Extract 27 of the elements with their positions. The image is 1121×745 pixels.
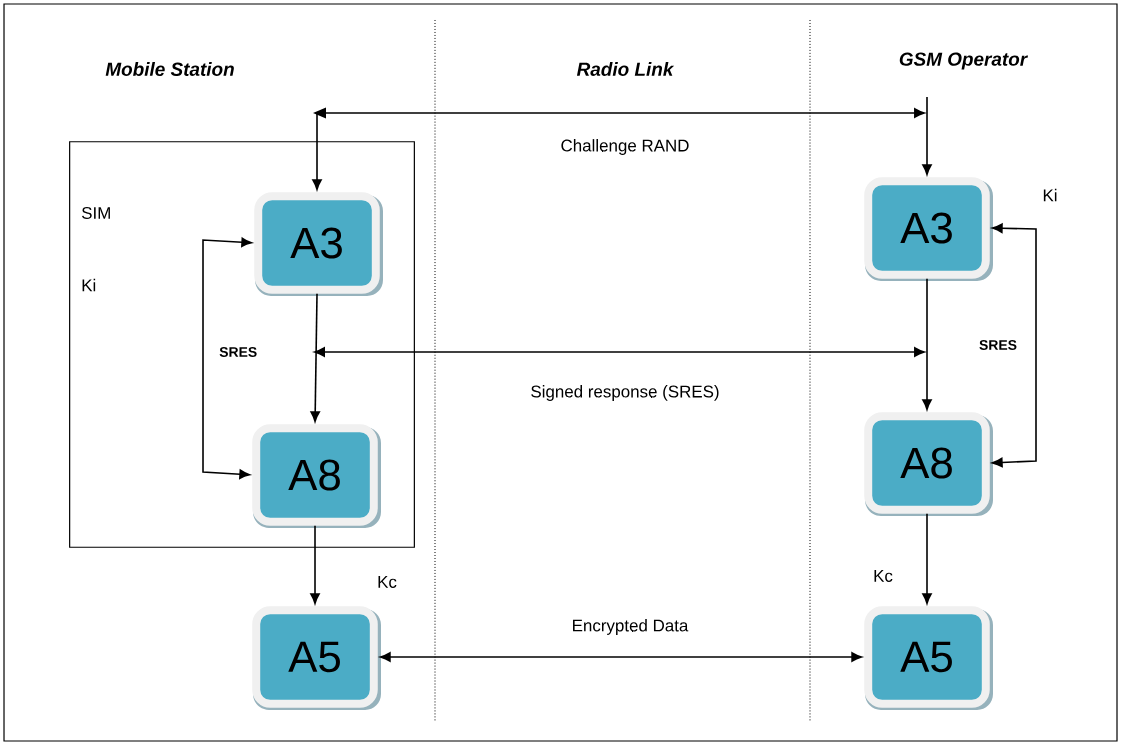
edge-label: Encrypted Data: [569, 617, 691, 637]
arrow: [922, 278, 932, 411]
signal-label: SRES: [219, 347, 257, 357]
arrow: [922, 96, 932, 176]
key-label: Ki: [1043, 188, 1057, 202]
process-box: A5: [252, 606, 381, 710]
arrow: [991, 223, 1037, 468]
arrow: [310, 293, 320, 423]
edge-label: Challenge RAND: [558, 137, 692, 157]
signal-label: SRES: [979, 340, 1017, 350]
process-box: A8: [252, 424, 381, 528]
process-box: A3: [254, 192, 383, 296]
process-box: A5: [864, 606, 993, 710]
arrow: [310, 525, 320, 605]
column-heading: GSM Operator: [899, 52, 1028, 70]
key-label: Kc: [378, 576, 397, 588]
arrow: [379, 652, 863, 662]
process-box: A3: [864, 177, 993, 281]
arrow: [202, 237, 253, 480]
edge-label: Signed response (SRES): [528, 383, 722, 403]
arrow: [922, 513, 932, 605]
column-heading: Radio Link: [576, 62, 675, 76]
arrow: [312, 107, 925, 191]
process-box: A8: [864, 412, 993, 516]
column-heading: Mobile Station: [105, 62, 234, 76]
arrow: [314, 347, 925, 357]
key-label: Kc: [874, 570, 893, 582]
